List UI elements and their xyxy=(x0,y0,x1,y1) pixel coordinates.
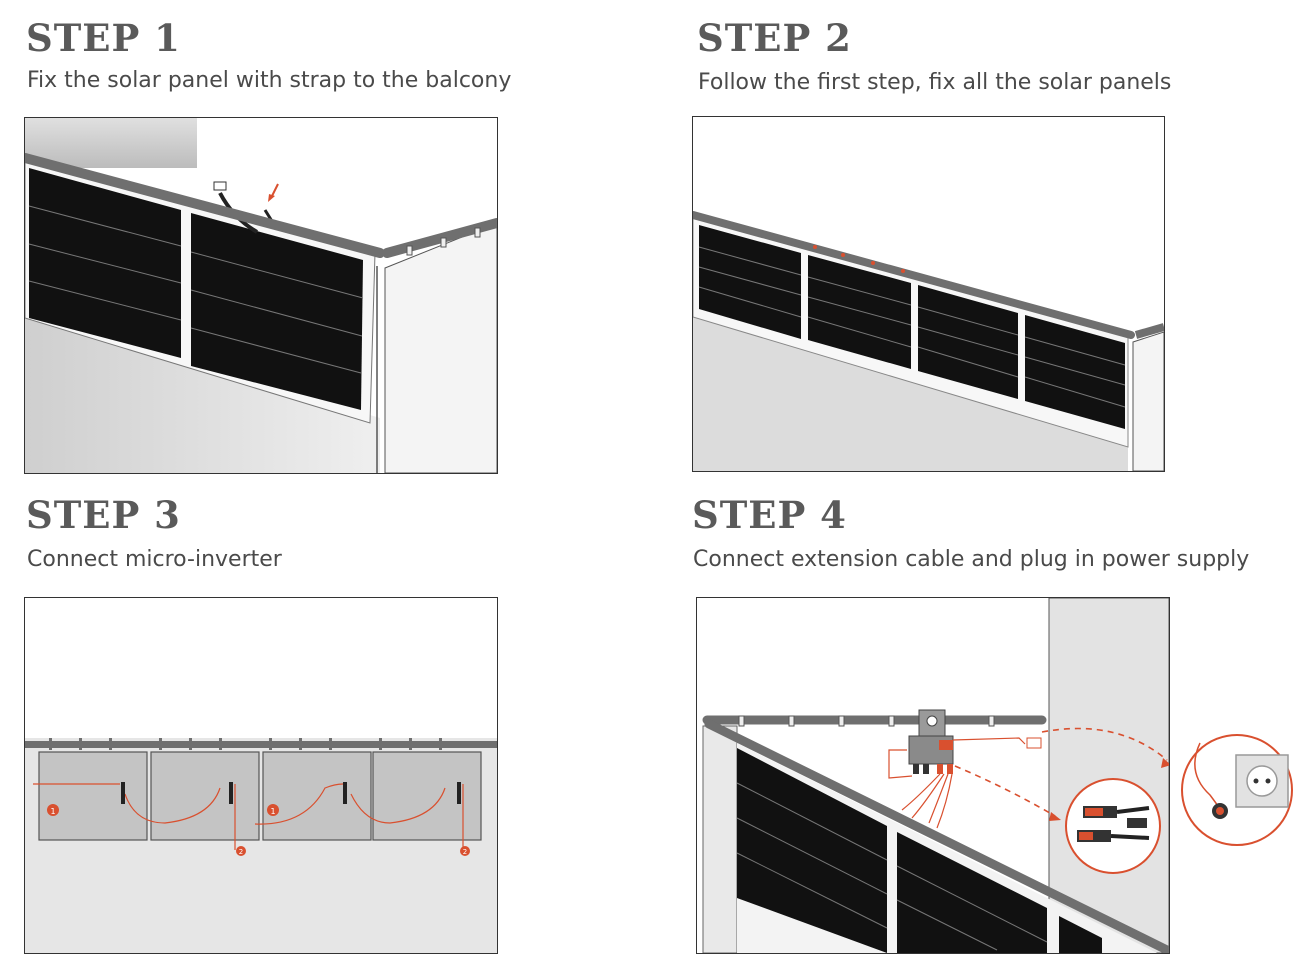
step-4-title: STEP 4 xyxy=(692,493,847,537)
micro-inverter xyxy=(908,709,954,774)
panel-back-4 xyxy=(372,751,482,841)
step-4-description: Connect extension cable and plug in powe… xyxy=(693,547,1250,572)
step-1-description: Fix the solar panel with strap to the ba… xyxy=(27,68,512,93)
marker-one-b: 1 xyxy=(270,807,275,816)
panel-back-1 xyxy=(38,751,148,841)
step-2-title: STEP 2 xyxy=(697,16,852,60)
connector-detail xyxy=(1065,778,1161,874)
panel-back-2 xyxy=(150,751,260,841)
step-2-illustration xyxy=(692,116,1165,472)
solar-panel-left xyxy=(28,168,182,358)
step-3-description: Connect micro-inverter xyxy=(27,547,282,572)
step-4-illustration xyxy=(696,597,1170,954)
socket-detail xyxy=(1180,733,1294,847)
step-3-markers xyxy=(47,804,470,856)
step-1-illustration xyxy=(24,117,498,474)
solar-panel-a xyxy=(736,748,888,953)
step-1-title: STEP 1 xyxy=(26,16,181,60)
marker-one-a: 1 xyxy=(50,807,55,816)
marker-two-a: 2 xyxy=(239,848,243,856)
panel-back-3 xyxy=(262,751,372,841)
solar-panel-3 xyxy=(917,285,1019,399)
marker-two-b: 2 xyxy=(463,848,467,856)
solar-panel-2 xyxy=(807,255,912,369)
solar-panel-4 xyxy=(1024,315,1126,429)
solar-panel-1 xyxy=(698,225,802,339)
step-3-illustration: 1 1 2 2 xyxy=(24,597,498,954)
solar-panel-b xyxy=(896,832,1048,953)
solar-panel-right xyxy=(190,213,364,410)
step-2-description: Follow the first step, fix all the solar… xyxy=(698,70,1172,95)
step-3-title: STEP 3 xyxy=(26,493,181,537)
